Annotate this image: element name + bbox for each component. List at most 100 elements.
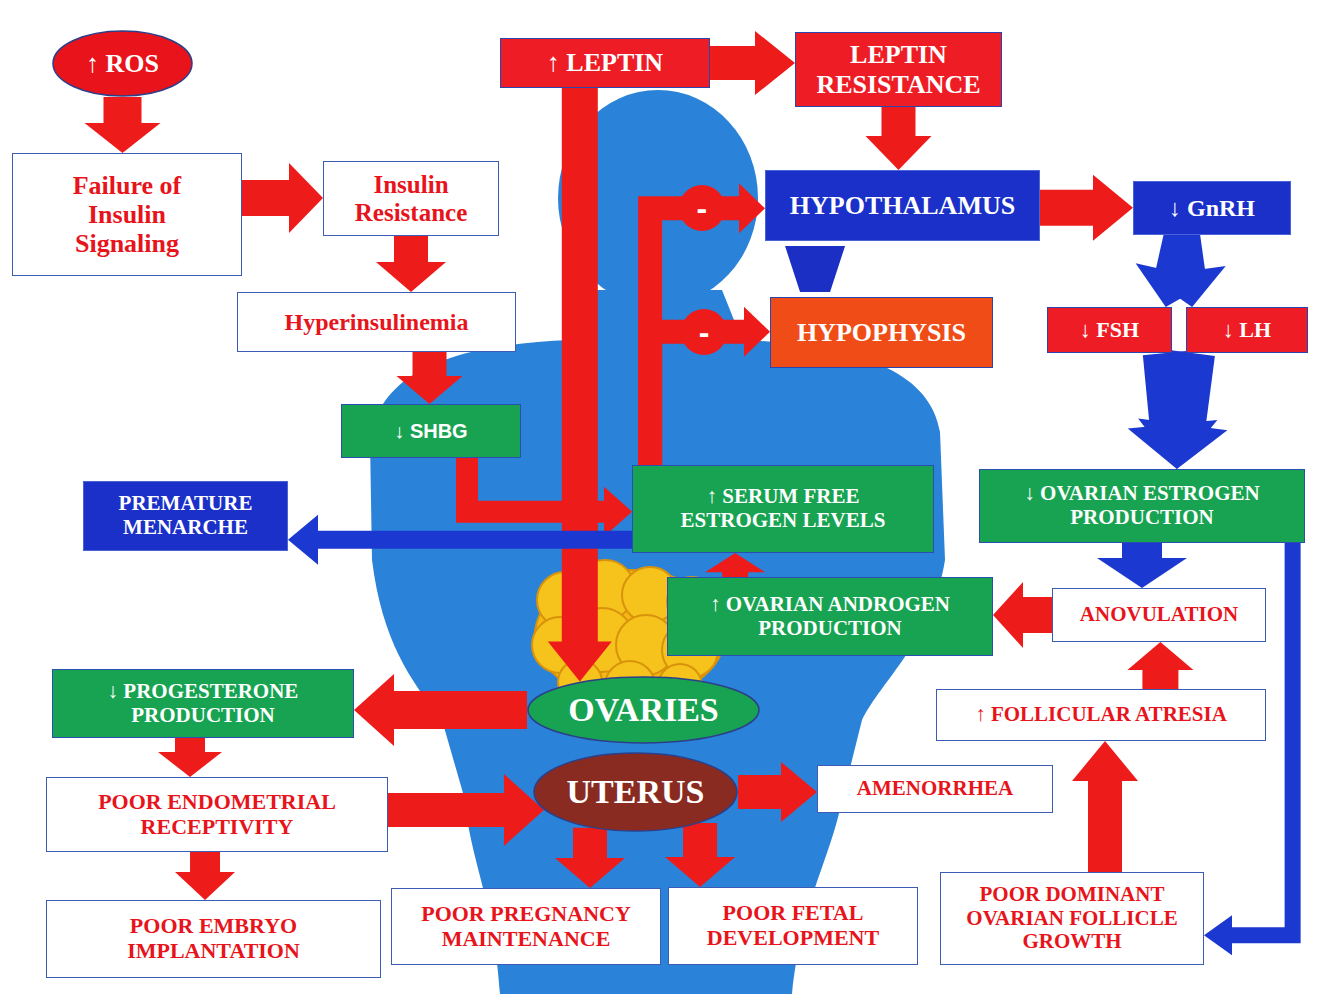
arrow-shaft <box>104 97 142 124</box>
node-text: Failure of Insulin Signaling <box>41 171 213 258</box>
process-box: Hyperinsulinemia <box>237 292 516 352</box>
arrow-connector <box>1072 741 1138 872</box>
node-text: ↑ OVARIAN ANDROGEN PRODUCTION <box>676 593 984 640</box>
arrow-head <box>1072 741 1138 781</box>
process-box: Failure of Insulin Signaling <box>12 153 242 276</box>
node-text: UTERUS <box>567 773 705 811</box>
arrow-connector <box>738 762 817 822</box>
node-text: ANOVULATION <box>1080 603 1238 627</box>
arrow-head <box>665 857 735 887</box>
node-text: ↑ ROS <box>86 49 159 78</box>
arrow-head <box>705 553 765 572</box>
arrow-connector <box>866 107 932 170</box>
hormone-box: ↓ LH <box>1186 307 1308 353</box>
node-text: ↓ OVARIAN ESTROGEN PRODUCTION <box>988 482 1296 529</box>
arrow-connector <box>993 582 1052 648</box>
node-text: ↓ PROGESTERONE PRODUCTION <box>57 680 349 727</box>
cause-ellipse: ↑ ROS <box>52 30 193 97</box>
arrow-head <box>1097 558 1187 588</box>
arrow-connector <box>288 515 632 565</box>
arrow-shaft <box>1088 780 1122 872</box>
stalk-connector <box>785 246 845 292</box>
arrow-connector <box>1040 175 1133 241</box>
node-text: Hyperinsulinemia <box>284 309 468 336</box>
outcome-box: AMENORRHEA <box>817 765 1053 813</box>
arrow-head <box>1127 642 1193 670</box>
hormone-box: ↓ SHBG <box>341 404 521 458</box>
arrow-connector <box>158 738 222 777</box>
node-text: POOR FETAL DEVELOPMENT <box>673 901 913 950</box>
arrow-connector <box>1127 642 1193 689</box>
node-text: HYPOTHALAMUS <box>790 191 1015 220</box>
arrow-shaft <box>242 180 290 216</box>
node-text: POOR PREGNANCY MAINTENANCE <box>396 902 656 951</box>
organ-box: HYPOPHYSIS <box>770 297 993 368</box>
arrow-shaft <box>683 823 717 858</box>
arrow-head <box>1138 419 1227 469</box>
node-text: PREMATURE MENARCHE <box>88 492 283 539</box>
arrow-connector <box>1097 543 1187 588</box>
arrow-head <box>288 515 318 565</box>
arrow-shaft <box>882 107 916 137</box>
arrow-shaft <box>393 691 527 729</box>
node-text: OVARIES <box>568 691 719 729</box>
inhibition-sign: - <box>679 185 725 231</box>
arrow-connector <box>354 674 527 746</box>
process-box: ↑ FOLLICULAR ATRESIA <box>936 689 1266 741</box>
arrow-shaft <box>562 88 598 643</box>
process-box: ANOVULATION <box>1052 588 1266 642</box>
arrow-head <box>1093 175 1133 241</box>
node-text: ↓ LH <box>1223 318 1271 343</box>
condition-box: LEPTIN RESISTANCE <box>795 32 1002 107</box>
arrow-connector <box>397 352 463 404</box>
arrow-shaft <box>1022 597 1052 633</box>
node-text: POOR EMBRYO IMPLANTATION <box>51 914 376 963</box>
arrow-head <box>755 31 795 95</box>
hormone-box: ↓ FSH <box>1047 307 1172 353</box>
arrow-head <box>85 123 161 153</box>
node-text: ↓ FSH <box>1080 318 1139 343</box>
node-text: ↓ SHBG <box>394 420 467 442</box>
arrow-connector <box>175 852 235 900</box>
outcome-box: POOR FETAL DEVELOPMENT <box>668 887 918 965</box>
arrow-connector <box>548 88 612 682</box>
arrow-shaft <box>317 531 632 549</box>
node-text: AMENORRHEA <box>857 777 1013 801</box>
arrow-shaft <box>394 236 428 263</box>
node-text: POOR DOMINANT OVARIAN FOLLICLE GROWTH <box>945 883 1199 954</box>
arrow-head <box>175 872 235 900</box>
hormone-box: ↓ GnRH <box>1133 181 1291 235</box>
arrow-connector <box>705 553 765 577</box>
arrow-head <box>354 674 394 746</box>
node-text: ↑ FOLLICULAR ATRESIA <box>975 703 1227 727</box>
arrow-shaft <box>413 352 447 377</box>
ellipse-fill <box>534 753 737 831</box>
arrow-shaft <box>1142 669 1178 689</box>
arrow-shaft <box>1040 190 1094 226</box>
arrow-connector <box>388 774 544 846</box>
arrow-connector <box>555 828 625 888</box>
inhibition-sign: - <box>681 309 727 355</box>
arrow-head <box>744 307 770 357</box>
process-box: POOR DOMINANT OVARIAN FOLLICLE GROWTH <box>940 872 1204 965</box>
arrow-head <box>397 376 463 404</box>
arrow-connector <box>1148 235 1225 307</box>
ellipse-fill <box>528 677 759 743</box>
arrow-shaft <box>573 828 607 859</box>
arrow-shaft <box>388 793 505 827</box>
node-text: POOR ENDOMETRIAL RECEPTIVITY <box>51 790 383 839</box>
hormone-box: ↑ OVARIAN ANDROGEN PRODUCTION <box>667 577 993 656</box>
arrow-connector <box>785 246 845 292</box>
arrow-shaft <box>1122 543 1162 559</box>
node-text: ↑ LEPTIN <box>547 48 663 77</box>
arrow-head <box>548 642 612 682</box>
arrow-head <box>993 582 1023 648</box>
node-text: ↓ GnRH <box>1169 195 1255 222</box>
arrow-connector <box>85 97 161 153</box>
hormone-box: ↑ SERUM FREE ESTROGEN LEVELS <box>632 465 934 553</box>
node-text: LEPTIN RESISTANCE <box>800 40 997 98</box>
outcome-box: POOR EMBRYO IMPLANTATION <box>46 900 381 978</box>
node-text: Insulin Resistance <box>328 171 494 227</box>
arrow-head <box>376 262 446 292</box>
